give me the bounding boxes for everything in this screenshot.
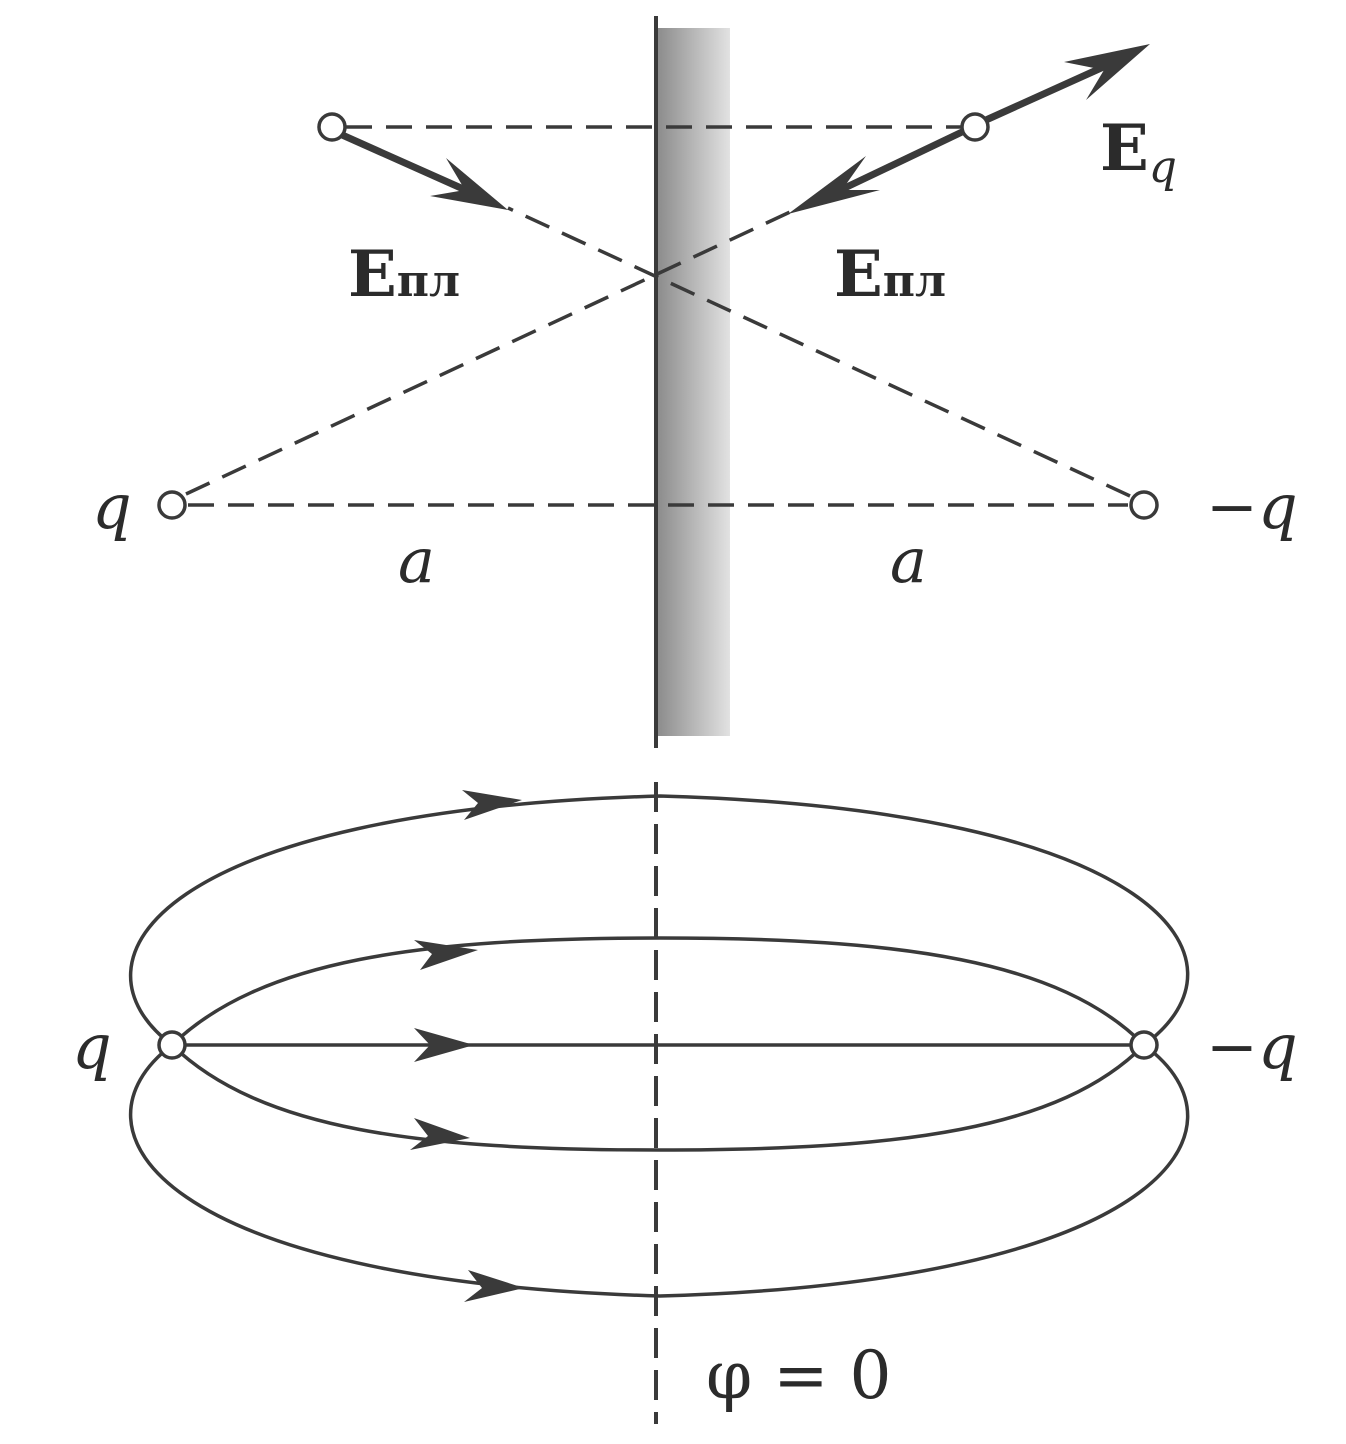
label-field-plate-left-main: E (348, 237, 397, 312)
charge-minus-q-bottom (1129, 1030, 1159, 1060)
field-line-inner-top (170, 936, 1146, 1047)
label-field-plate-right-main: E (834, 237, 883, 312)
label-field-plate-right-sub: пл (883, 256, 946, 307)
dashed-line-from-minus-q (507, 206, 1131, 498)
charge-q-bottom (157, 1030, 187, 1060)
arrowhead-inner-bottom (410, 1118, 470, 1150)
label-potential-zero: φ = 0 (706, 1337, 891, 1414)
field-line-inner-bottom (170, 1043, 1146, 1152)
top-figure: q −q a a Eпл Eпл Eq (92, 16, 1298, 748)
label-field-plate-right: Eпл (834, 237, 946, 312)
label-minus-q-bottom: −q (1206, 1010, 1298, 1083)
label-q-top: q (92, 470, 132, 543)
arrowhead-inner-top (414, 940, 478, 970)
charge-q-top (157, 490, 187, 520)
dashed-line-from-q (185, 210, 791, 496)
arrowhead-plate-right (788, 156, 880, 214)
label-distance-left: a (398, 524, 435, 597)
field-vector-plate-right (830, 128, 964, 198)
label-field-charge-sub: q (1149, 142, 1177, 193)
point-right-top (960, 112, 990, 142)
point-left-top (317, 112, 347, 142)
label-minus-q-top: −q (1206, 470, 1298, 543)
arrowhead-charge (1064, 44, 1150, 100)
label-field-plate-left-sub: пл (397, 256, 460, 307)
field-line-outer-bottom (128, 1043, 1190, 1298)
arrowhead-outer-bottom (464, 1270, 524, 1302)
label-field-plate-left: Eпл (348, 237, 460, 312)
arrowhead-outer-top (462, 790, 522, 820)
label-distance-right: a (890, 524, 927, 597)
field-line-outer-top (128, 794, 1190, 1047)
label-q-bottom: q (72, 1010, 112, 1083)
label-field-charge-main: E (1100, 111, 1149, 186)
bottom-figure: q −q φ = 0 (72, 782, 1298, 1424)
charge-minus-q-top (1129, 490, 1159, 520)
field-vector-charge (984, 60, 1112, 124)
conducting-plate (656, 28, 730, 736)
field-vector-plate-left (338, 130, 472, 196)
label-field-charge: Eq (1100, 111, 1177, 193)
arrowhead-plate-left (430, 158, 508, 210)
arrowhead-axis (414, 1028, 474, 1062)
